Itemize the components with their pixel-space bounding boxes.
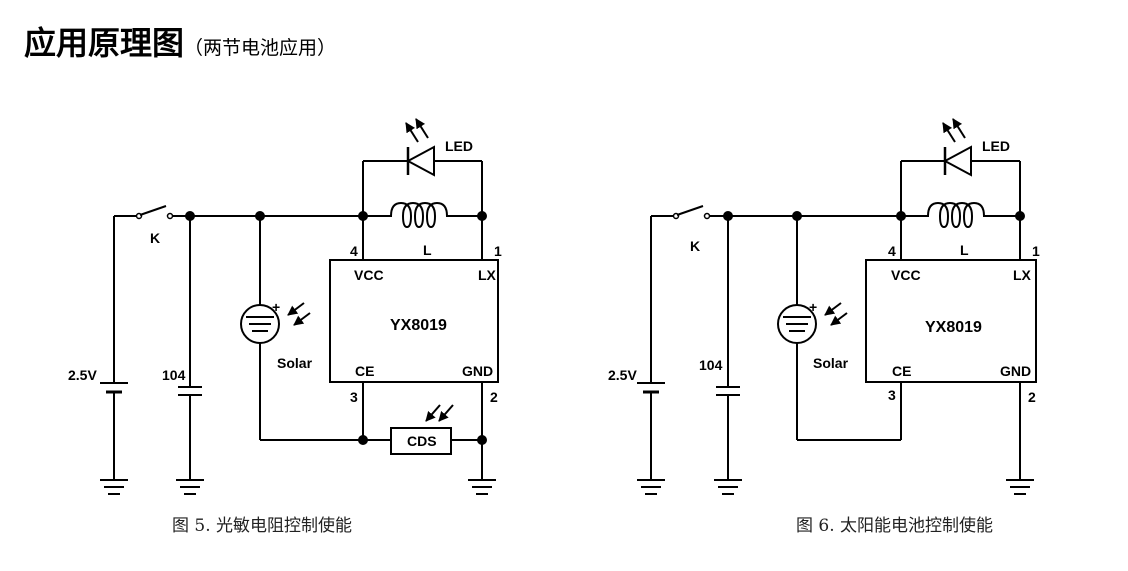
capacitor-label: 104 — [162, 367, 186, 383]
battery-label: 2.5V — [68, 367, 97, 383]
inductor-symbol — [927, 200, 993, 229]
pin-ce-label: CE — [892, 363, 911, 379]
figure-caption: 图 5. 光敏电阻控制使能 — [172, 515, 352, 536]
switch-label: K — [690, 238, 700, 254]
capacitor-symbol — [716, 216, 740, 480]
page-title: 应用原理图（两节电池应用） — [24, 18, 336, 64]
svg-text:+: + — [809, 299, 817, 315]
ground-symbol — [100, 479, 128, 495]
pin-vcc-number: 4 — [888, 243, 896, 259]
figure-5: 2.5V K 104 — [68, 118, 502, 536]
solar-cell-symbol: + — [777, 216, 902, 441]
ground-symbol — [714, 479, 742, 495]
ground-symbol — [176, 479, 204, 495]
inductor-label: L — [960, 242, 969, 258]
pin-gnd-number: 2 — [490, 389, 498, 405]
solar-label: Solar — [813, 355, 849, 371]
svg-text:+: + — [272, 299, 280, 315]
figure-6: 2.5V K 104 — [608, 118, 1040, 536]
led-label: LED — [982, 138, 1010, 154]
led-symbol — [900, 118, 1021, 216]
pin-gnd-label: GND — [462, 363, 493, 379]
solar-cell-symbol: + — [240, 216, 391, 441]
chip-label: YX8019 — [925, 319, 982, 336]
ground-symbol — [637, 479, 665, 495]
pin-vcc-label: VCC — [354, 267, 384, 283]
cds-label: CDS — [407, 433, 437, 449]
subtitle-text: （两节电池应用） — [184, 37, 337, 59]
inductor-symbol — [390, 200, 456, 229]
pin-lx-label: LX — [478, 267, 497, 283]
led-label: LED — [445, 138, 473, 154]
chip-yx8019 — [329, 216, 499, 480]
battery-symbol — [637, 216, 665, 480]
battery-symbol — [100, 216, 128, 480]
chip-yx8019 — [865, 216, 1037, 480]
solar-label: Solar — [277, 355, 313, 371]
capacitor-symbol — [178, 216, 202, 480]
pin-gnd-number: 2 — [1028, 389, 1036, 405]
pin-lx-number: 1 — [1032, 243, 1040, 259]
junction-dots — [723, 211, 1025, 221]
pin-ce-label: CE — [355, 363, 374, 379]
figure-caption: 图 6. 太阳能电池控制使能 — [796, 515, 993, 536]
chip-label: YX8019 — [390, 317, 447, 334]
cds-photoresistor — [390, 404, 482, 455]
pin-lx-label: LX — [1013, 267, 1032, 283]
pin-lx-number: 1 — [494, 243, 502, 259]
pin-ce-number: 3 — [350, 389, 358, 405]
switch-label: K — [150, 230, 160, 246]
pin-gnd-label: GND — [1000, 363, 1031, 379]
ground-symbol — [1006, 479, 1034, 495]
led-symbol — [362, 118, 483, 216]
junction-dots — [185, 211, 487, 445]
pin-vcc-number: 4 — [350, 243, 358, 259]
pin-vcc-label: VCC — [891, 267, 921, 283]
title-text: 应用原理图 — [24, 24, 185, 62]
battery-label: 2.5V — [608, 367, 637, 383]
ground-symbol — [468, 479, 496, 495]
capacitor-label: 104 — [699, 357, 723, 373]
pin-ce-number: 3 — [888, 387, 896, 403]
inductor-label: L — [423, 242, 432, 258]
